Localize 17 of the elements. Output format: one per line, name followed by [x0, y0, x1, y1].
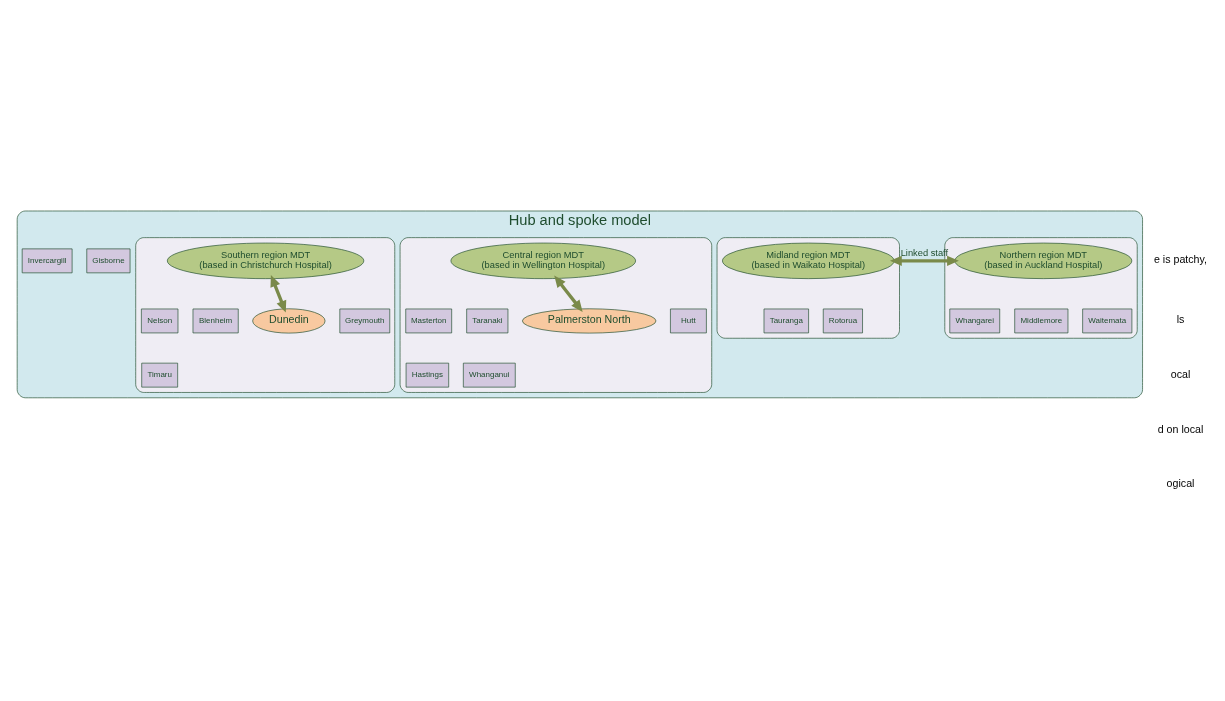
arrow: [890, 255, 959, 266]
label: d on local: [1157, 422, 1204, 435]
label: ls: [1176, 312, 1185, 325]
edge-label: Linked staff: [900, 247, 949, 258]
node-ellipse: Southern region MDT (based in Christchurch Hospital): [166, 242, 365, 279]
label: ogical: [1166, 476, 1195, 489]
arrow: [270, 274, 287, 313]
node-ellipse: Midland region MDT (based in Waikato Hospital): [722, 242, 895, 279]
node-ellipse: Palmerston North: [522, 307, 657, 333]
cluster: [399, 236, 713, 393]
node-ellipse: Northern region MDT (based in Auckland Hospital): [954, 242, 1133, 279]
node-ellipse: Dunedin: [252, 307, 326, 333]
cluster: [135, 236, 396, 393]
arrow: [554, 275, 583, 312]
label: ocal: [1170, 367, 1191, 380]
label: e is patchy,: [1154, 252, 1208, 265]
node-ellipse: Central region MDT (based in Wellington Hospital): [450, 242, 636, 279]
